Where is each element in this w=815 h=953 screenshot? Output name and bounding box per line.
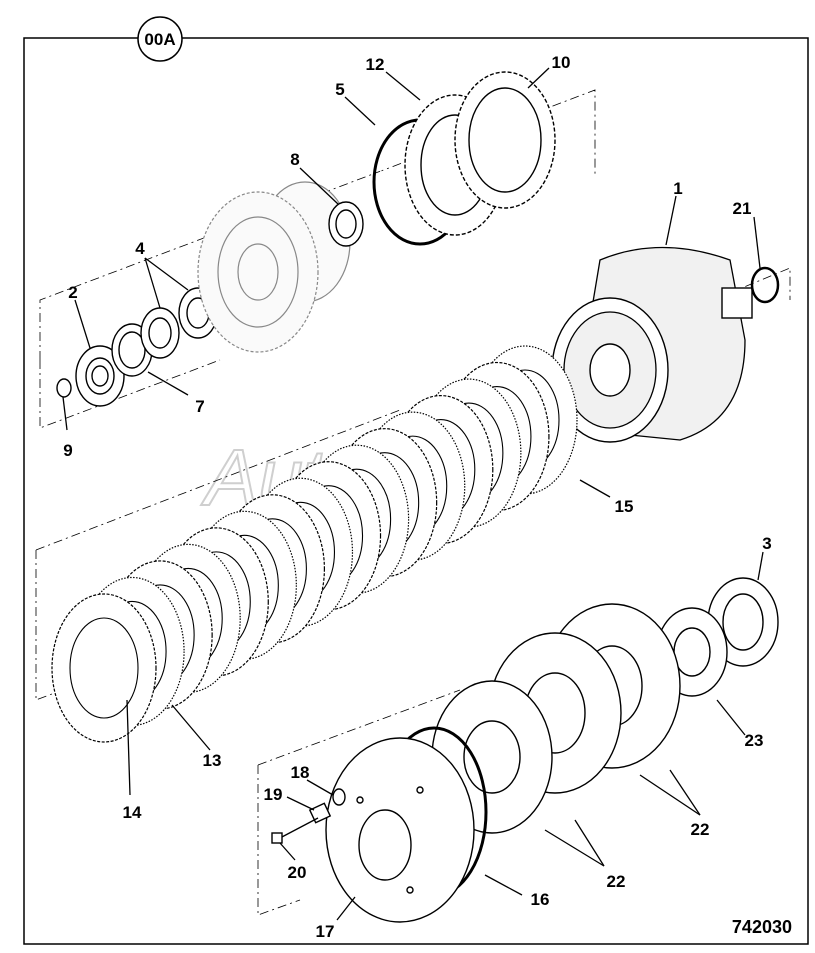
part-17-piston xyxy=(325,737,475,923)
part-2-bearing xyxy=(75,345,125,407)
callout-8: 8 xyxy=(290,150,299,169)
callout-18: 18 xyxy=(291,763,310,782)
callout-17: 17 xyxy=(316,922,335,941)
callout-2: 2 xyxy=(68,283,77,302)
diagram-frame xyxy=(23,37,809,945)
callout-10: 10 xyxy=(552,53,571,72)
friction-disc-stack xyxy=(51,345,578,743)
callout-3: 3 xyxy=(762,534,771,553)
part-21-o-ring xyxy=(750,266,780,304)
callout-14: 14 xyxy=(123,803,142,822)
callout-5: 5 xyxy=(335,80,344,99)
callout-22-lower: 22 xyxy=(607,872,626,891)
callout-labels: 1 2 3 4 5 7 8 9 10 12 13 14 15 16 17 18 … xyxy=(63,53,771,941)
callout-4: 4 xyxy=(135,239,145,258)
callout-12: 12 xyxy=(366,55,385,74)
part-10-gear-ring xyxy=(454,71,556,209)
part-4-needle-bearings xyxy=(140,287,218,359)
callout-16: 16 xyxy=(531,890,550,909)
callout-19: 19 xyxy=(264,785,283,804)
callout-1: 1 xyxy=(673,179,682,198)
part-9-circlip xyxy=(56,378,72,398)
part-gear xyxy=(197,181,351,353)
part-8-thrust-washer xyxy=(328,201,364,247)
callout-15: 15 xyxy=(615,497,634,516)
callout-7: 7 xyxy=(195,397,204,416)
drawing-number: 742030 xyxy=(732,917,792,937)
part-1-clutch-housing xyxy=(551,246,753,443)
callout-21: 21 xyxy=(733,199,752,218)
callout-22-upper: 22 xyxy=(691,820,710,839)
callout-13: 13 xyxy=(203,751,222,770)
leader-lines xyxy=(62,67,764,921)
callout-20: 20 xyxy=(288,863,307,882)
view-tag: 00A xyxy=(137,16,183,62)
callout-9: 9 xyxy=(63,441,72,460)
part-18-19-20-valve-assembly xyxy=(271,788,346,844)
view-tag-text: 00A xyxy=(144,30,175,49)
friction-disc-bore xyxy=(69,617,139,719)
part-22-belleville-springs xyxy=(431,603,681,834)
callout-23: 23 xyxy=(745,731,764,750)
